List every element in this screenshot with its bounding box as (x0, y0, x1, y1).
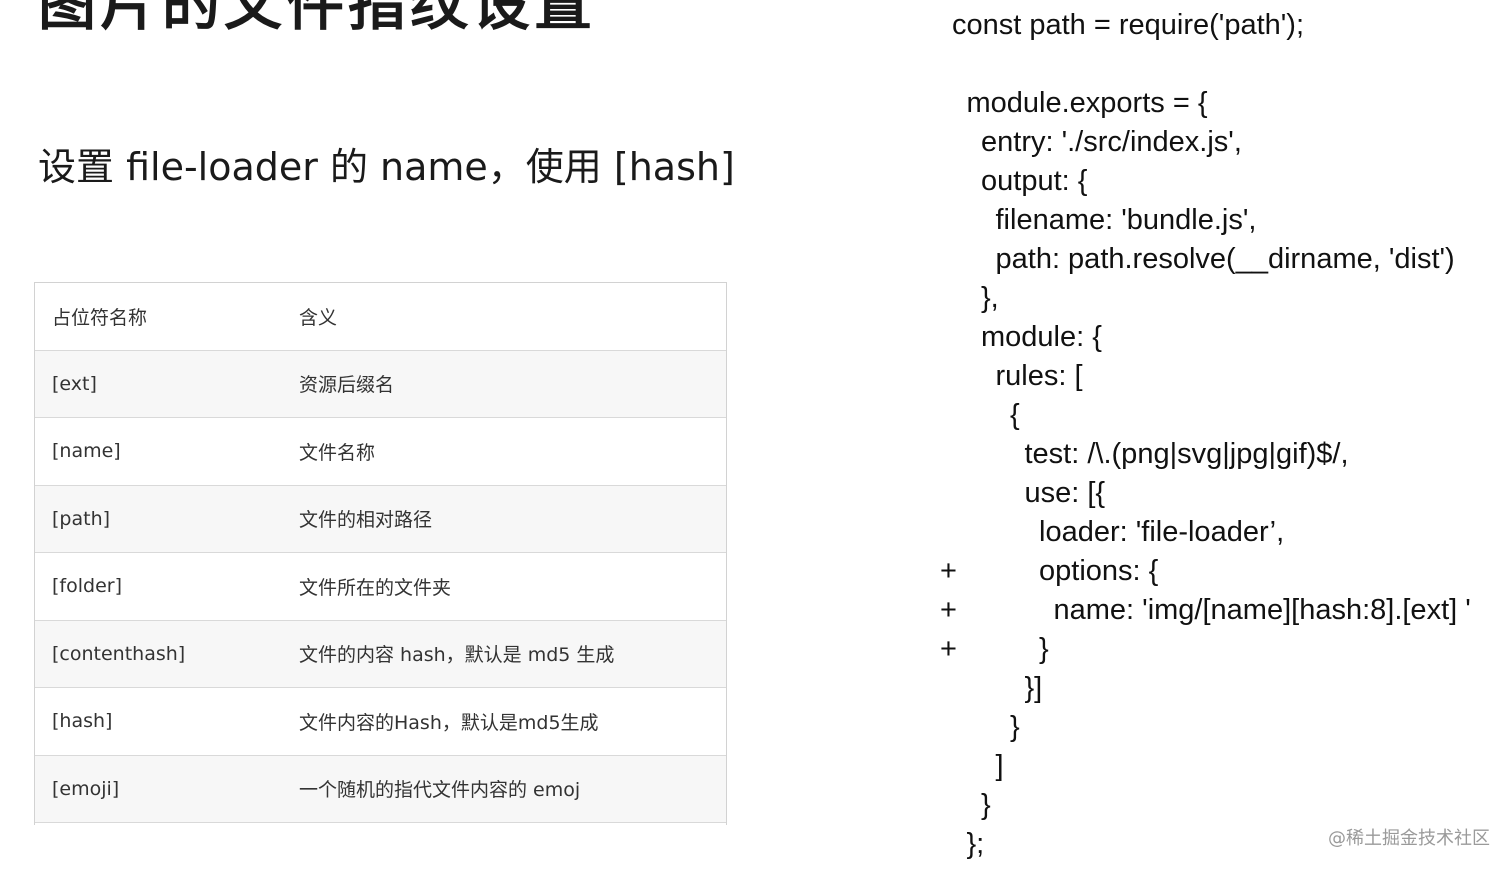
cell-meaning: 文件名称 (299, 441, 376, 464)
code-line: } (940, 786, 1512, 825)
code-text: filename: 'bundle.js', (995, 204, 1257, 236)
code-line: use: [{ (940, 474, 1512, 513)
code-text: } (981, 789, 991, 821)
code-line: }; (940, 825, 1512, 864)
code-line: + options: { (940, 552, 1512, 591)
placeholder-table: 占位符名称 含义 [ext] 资源后缀名 [name] 文件名称 [path] … (34, 282, 727, 825)
cell-placeholder: [hash] (52, 710, 113, 733)
code-line: test: /\.(png|svg|jpg|gif)$/, (940, 435, 1512, 474)
table-row: [path] 文件的相对路径 (35, 485, 726, 553)
cell-placeholder: [folder] (52, 575, 122, 598)
code-text: name: 'img/[name][hash:8].[ext] ' (1053, 594, 1471, 626)
table-row: [name] 文件名称 (35, 418, 726, 486)
cell-placeholder: [name] (52, 440, 121, 463)
cell-placeholder: [path] (52, 507, 111, 530)
cell-meaning: 一个随机的指代文件内容的 emoj (299, 779, 581, 802)
code-text: ] (995, 750, 1004, 782)
code-line: loader: 'file-loader’, (940, 513, 1512, 552)
header-placeholder-name: 占位符名称 (52, 306, 148, 329)
code-line (940, 45, 1512, 84)
webpack-config-code: const path = require('path'); module.expo… (940, 6, 1512, 872)
table-row: [folder] 文件所在的文件夹 (35, 553, 726, 621)
header-meaning: 含义 (299, 306, 338, 329)
watermark: @稀土掘金技术社区 (1328, 828, 1490, 849)
code-text: rules: [ (995, 360, 1083, 392)
cell-placeholder: [contenthash] (52, 642, 186, 665)
code-text: module.exports = { (966, 87, 1208, 119)
table-header-row: 占位符名称 含义 (35, 283, 726, 351)
code-text: } (1010, 711, 1020, 743)
code-line: }] (940, 669, 1512, 708)
code-line: + name: 'img/[name][hash:8].[ext] ' (940, 591, 1512, 630)
cell-placeholder: [emoji] (52, 777, 120, 800)
code-line: { (940, 396, 1512, 435)
code-line: module: { (940, 318, 1512, 357)
code-text: output: { (981, 165, 1088, 197)
code-text: module: { (981, 321, 1102, 353)
table-row: [hash] 文件内容的Hash，默认是md5生成 (35, 688, 726, 756)
code-line: ] (940, 747, 1512, 786)
code-line: +} (940, 630, 1512, 669)
code-line: }, (940, 279, 1512, 318)
code-line: const path = require('path'); (940, 6, 1512, 45)
slide-title: 图片的文件指纹设置 (38, 0, 597, 38)
code-line: rules: [ (940, 357, 1512, 396)
code-text: }; (966, 828, 985, 860)
code-line: module.exports = { (940, 84, 1512, 123)
cell-meaning: 资源后缀名 (299, 374, 395, 397)
code-text: use: [{ (1024, 477, 1106, 509)
cell-meaning: 文件的内容 hash，默认是 md5 生成 (299, 644, 615, 667)
diff-added-marker: + (940, 594, 957, 626)
diff-added-marker: + (940, 555, 957, 587)
code-line: } (940, 708, 1512, 747)
code-line: path: path.resolve(__dirname, 'dist') (940, 240, 1512, 279)
code-text: const path = require('path'); (952, 9, 1305, 41)
code-text: }, (981, 282, 999, 314)
code-text: } (1039, 633, 1049, 665)
table-row: [contenthash] 文件的内容 hash，默认是 md5 生成 (35, 620, 726, 688)
code-line: filename: 'bundle.js', (940, 201, 1512, 240)
code-text: { (1010, 399, 1020, 431)
code-text: entry: './src/index.js', (981, 126, 1242, 158)
code-line: output: { (940, 162, 1512, 201)
cell-placeholder: [ext] (52, 372, 97, 395)
diff-added-marker: + (940, 633, 957, 665)
table-row: [emoji] 一个随机的指代文件内容的 emoj (35, 755, 726, 823)
code-line: entry: './src/index.js', (940, 123, 1512, 162)
code-text: path: path.resolve(__dirname, 'dist') (995, 243, 1455, 275)
cell-meaning: 文件内容的Hash，默认是md5生成 (299, 711, 599, 734)
cell-meaning: 文件的相对路径 (299, 509, 433, 532)
code-text: loader: 'file-loader’, (1039, 516, 1285, 548)
code-text: }] (1024, 672, 1043, 704)
code-text: test: /\.(png|svg|jpg|gif)$/, (1024, 438, 1349, 470)
table-row: [ext] 资源后缀名 (35, 350, 726, 418)
code-text: options: { (1039, 555, 1159, 587)
cell-meaning: 文件所在的文件夹 (299, 576, 452, 599)
slide-subtitle: 设置 file-loader 的 name，使用 [hash] (38, 145, 735, 189)
